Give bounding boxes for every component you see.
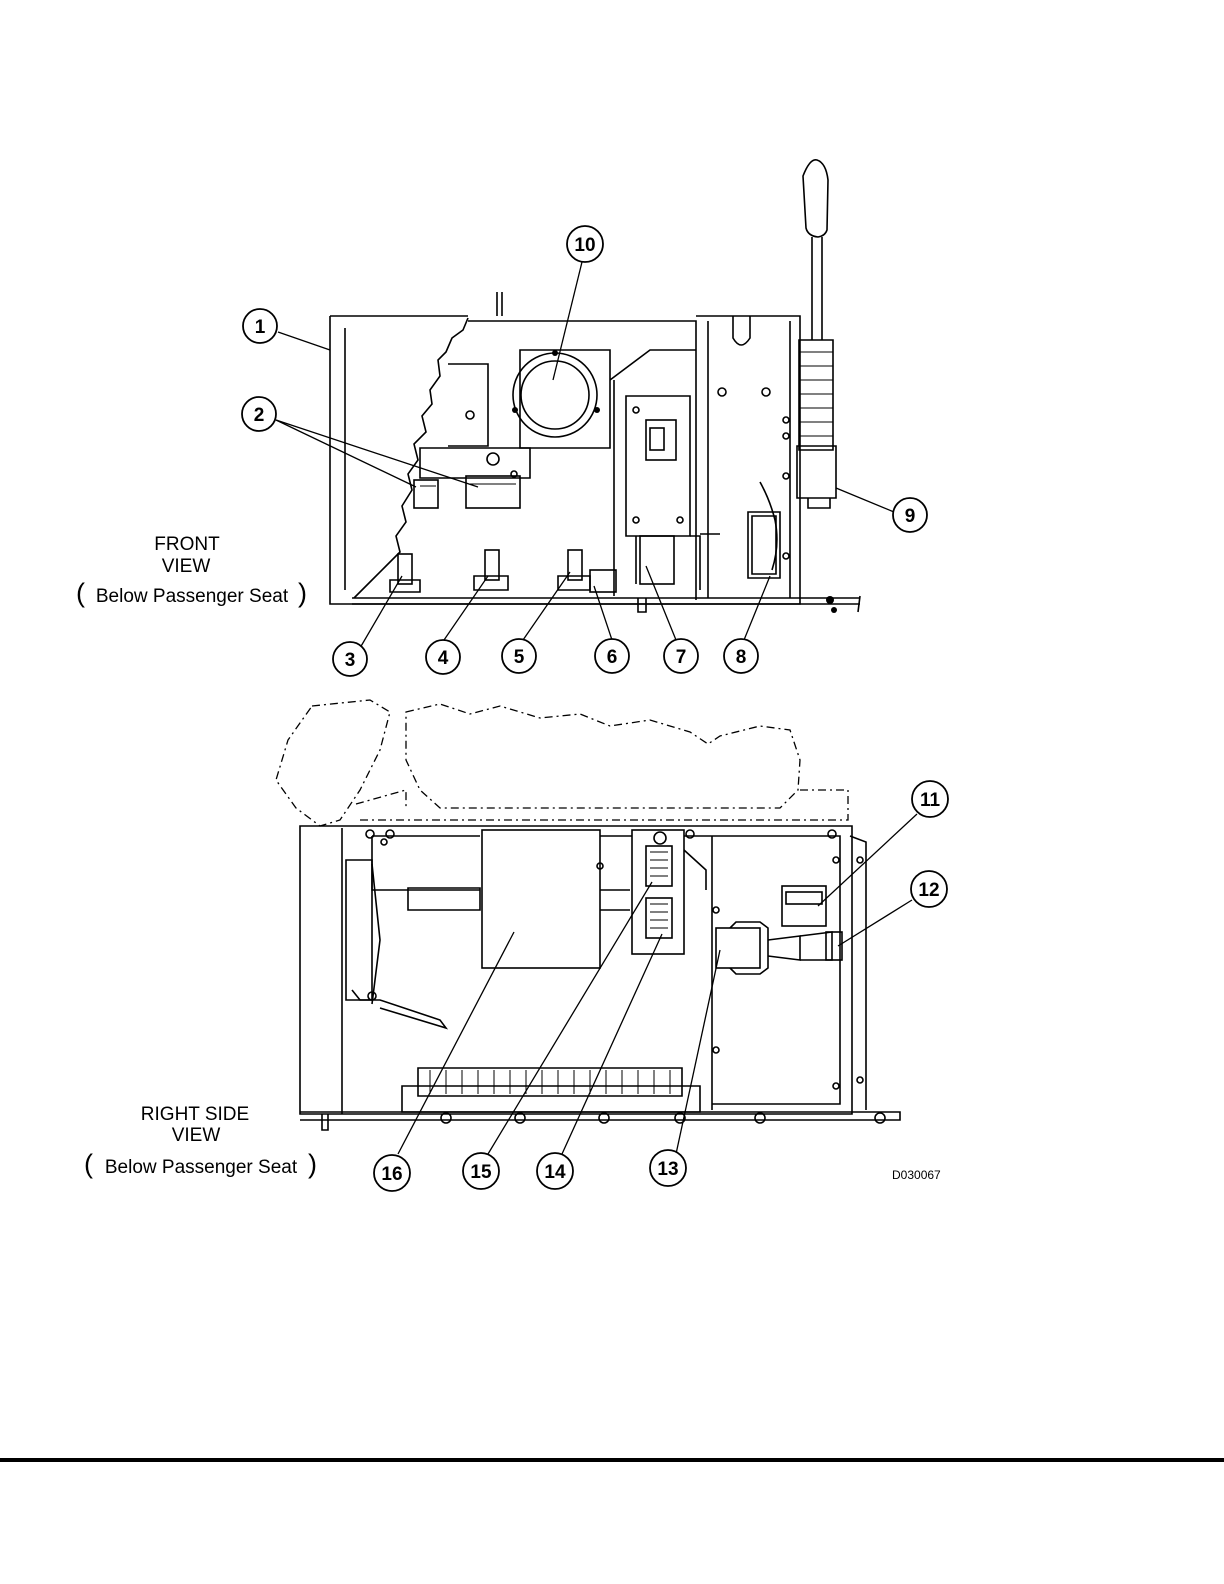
svg-text:VIEW: VIEW (162, 556, 211, 577)
svg-text:(: ( (84, 1149, 93, 1179)
svg-text:RIGHT SIDE: RIGHT SIDE (141, 1104, 249, 1125)
svg-text:Below Passenger Seat: Below Passenger Seat (96, 586, 289, 607)
callout-9: 9 (893, 498, 927, 532)
callout-15: 15 (463, 1153, 499, 1189)
svg-text:): ) (298, 578, 307, 608)
side-view-drawing (276, 700, 900, 1130)
svg-text:3: 3 (345, 650, 356, 671)
svg-text:12: 12 (918, 880, 939, 901)
svg-text:4: 4 (438, 648, 449, 669)
svg-text:2: 2 (254, 405, 265, 426)
callout-5: 5 (502, 639, 536, 673)
svg-text:1: 1 (255, 317, 266, 338)
callout-6: 6 (595, 639, 629, 673)
callout-bubbles: 1 2 3 4 5 6 7 8 9 10 11 12 13 14 15 16 (242, 226, 948, 1191)
svg-text:16: 16 (381, 1164, 402, 1185)
svg-text:Below Passenger Seat: Below Passenger Seat (105, 1157, 298, 1178)
callout-11: 11 (912, 781, 948, 817)
callout-2: 2 (242, 397, 276, 431)
svg-text:5: 5 (514, 647, 525, 668)
svg-text:): ) (308, 1149, 317, 1179)
callout-4: 4 (426, 640, 460, 674)
callout-16: 16 (374, 1155, 410, 1191)
svg-text:8: 8 (736, 647, 747, 668)
front-view-drawing (330, 160, 860, 613)
callout-3: 3 (333, 642, 367, 676)
page-bottom-rule (0, 1458, 1224, 1462)
svg-text:15: 15 (470, 1162, 492, 1183)
callout-12: 12 (911, 871, 947, 907)
svg-text:6: 6 (607, 647, 618, 668)
figure-id: D030067 (892, 1168, 941, 1182)
svg-text:9: 9 (905, 506, 916, 527)
front-view-label: FRONT VIEW ( Below Passenger Seat ) (76, 534, 307, 608)
callout-10: 10 (567, 226, 603, 262)
svg-text:7: 7 (676, 647, 687, 668)
side-view-leaders (398, 814, 917, 1154)
svg-text:FRONT: FRONT (154, 534, 220, 555)
svg-text:(: ( (76, 578, 85, 608)
svg-text:13: 13 (657, 1159, 678, 1180)
svg-text:VIEW: VIEW (172, 1125, 221, 1146)
side-view-label: RIGHT SIDE VIEW ( Below Passenger Seat ) (84, 1104, 317, 1179)
callout-8: 8 (724, 639, 758, 673)
svg-text:14: 14 (544, 1162, 566, 1183)
callout-13: 13 (650, 1150, 686, 1186)
svg-text:11: 11 (920, 790, 941, 811)
svg-text:10: 10 (574, 235, 595, 256)
callout-14: 14 (537, 1153, 573, 1189)
callout-1: 1 (243, 309, 277, 343)
callout-7: 7 (664, 639, 698, 673)
